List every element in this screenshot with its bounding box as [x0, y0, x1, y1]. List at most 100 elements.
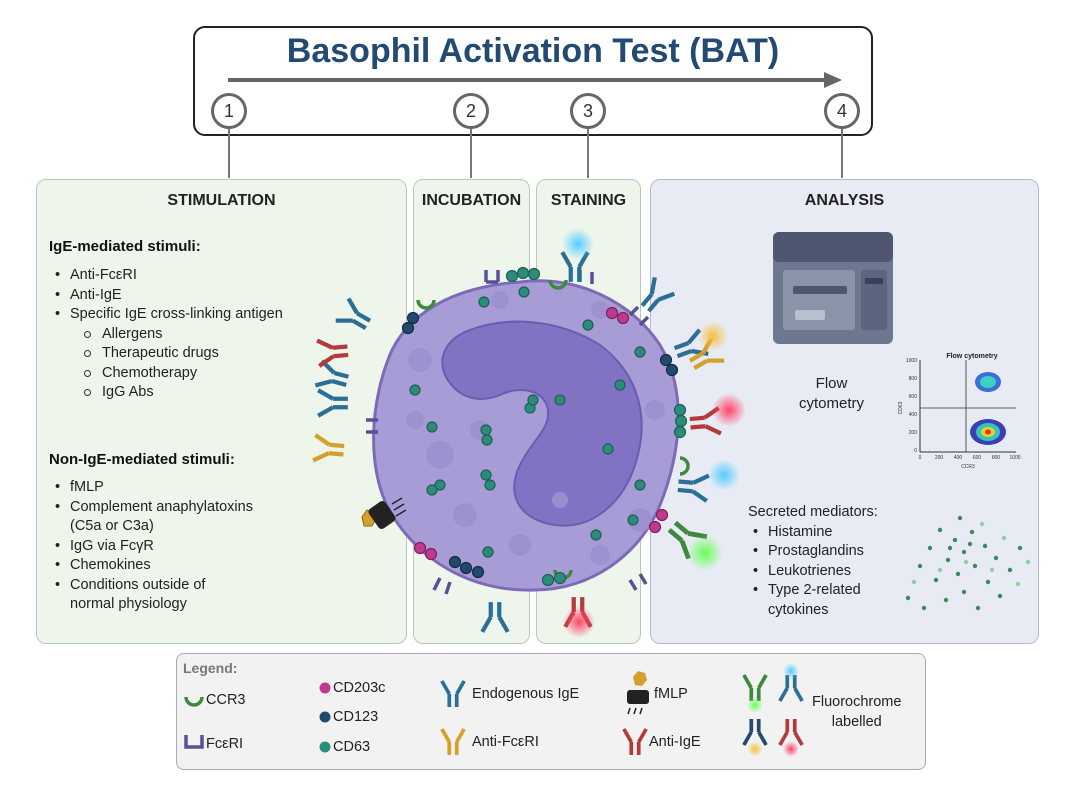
step-2-circle: 2: [453, 93, 489, 129]
xtick: 0: [919, 455, 922, 461]
non-ige-item: IgG via FcγR: [50, 537, 253, 557]
flow-cytometer-icon: [773, 232, 893, 344]
basophil-nucleus: [441, 320, 643, 527]
non-ige-item: Chemokines: [50, 556, 253, 576]
ige-item: Anti-IgE: [50, 286, 283, 306]
non-ige-item: fMLP: [50, 478, 253, 498]
step-4-circle: 4: [824, 93, 860, 129]
cd63-granules: [409, 286, 646, 558]
legend-endogenous-ige-label: Endogenous IgE: [472, 686, 580, 702]
flow-label-line2: cytometry: [798, 395, 864, 412]
fluor-red-glow: [712, 393, 746, 427]
legend-ccr3-label: CCR3: [206, 692, 246, 708]
ige-item: Specific IgE cross-linking antigen: [50, 305, 283, 325]
xtick: 400: [954, 455, 963, 461]
ytick: 600: [909, 394, 918, 400]
fluor-blue-glow: [562, 228, 594, 260]
stimulation-title: STIMULATION: [167, 192, 276, 209]
non-ige-item-continued: (C5a or C3a): [50, 517, 253, 537]
mediators-list: Histamine Prostaglandins Leukotrienes Ty…: [748, 523, 878, 621]
plot-population-lower: [970, 419, 1006, 445]
staining-title: STAINING: [550, 192, 627, 209]
secreted-mediators: Secreted mediators: Histamine Prostaglan…: [748, 503, 878, 620]
legend-heading: Legend:: [183, 660, 238, 676]
legend-fmlp-icon: [627, 671, 649, 715]
legend-ccr3-icon: [184, 696, 204, 707]
timeline-arrowhead: [824, 72, 842, 88]
ige-item: Anti-FcεRI: [50, 266, 283, 286]
legend-fceri-icon: [184, 735, 204, 749]
ige-subitem: Chemotherapy: [50, 364, 283, 384]
mediator-item: Leukotrienes: [748, 562, 878, 582]
non-ige-item: Conditions outside of: [50, 576, 253, 596]
legend-anti-ige-label: Anti-IgE: [649, 734, 701, 750]
fluor-blue-glow-2: [708, 459, 740, 491]
ige-subitem: Allergens: [50, 325, 283, 345]
fluor-red-glow-2: [563, 606, 595, 638]
xtick: 600: [973, 455, 982, 461]
plot-ylabel: CD63: [898, 401, 904, 414]
non-ige-item-continuation: (C5a or C3a): [70, 518, 154, 534]
legend-icons: [184, 663, 804, 757]
legend-fluorochrome-label: Fluorochrome labelled: [812, 692, 901, 732]
ytick: 200: [909, 430, 918, 436]
cd63-surface-markers: [505, 266, 688, 587]
ige-mediated-heading: IgE-mediated stimuli:: [49, 238, 201, 255]
legend-fceri-label: FcεRI: [206, 736, 244, 752]
fmlp-on-cell: [361, 497, 407, 529]
main-title: Basophil Activation Test (BAT): [286, 32, 780, 70]
mediator-item-continued: cytokines: [768, 601, 829, 618]
legend-fluoro-line1: Fluorochrome: [812, 694, 902, 710]
fluor-yellow-glow: [698, 321, 728, 351]
legend-cd63-label: CD63: [333, 739, 371, 755]
ytick: 400: [909, 412, 918, 418]
flow-cytometry-plot: Flow cytometry 1000 800 600 400 200 0 0 …: [898, 353, 1021, 470]
legend-fluorochrome-icons: [742, 663, 804, 757]
analysis-title: ANALYSIS: [804, 192, 885, 209]
legend-cd123-label: CD123: [333, 709, 379, 725]
plot-xlabel: CCR3: [961, 464, 975, 470]
flow-label-line1: Flow: [815, 375, 848, 392]
xtick: 200: [935, 455, 944, 461]
step-1-circle: 1: [211, 93, 247, 129]
non-ige-mediated-list: fMLP Complement anaphylatoxins (C5a or C…: [50, 478, 253, 615]
ytick: 1000: [906, 358, 917, 364]
legend-fmlp-label: fMLP: [654, 686, 688, 702]
mediator-item: Histamine: [748, 523, 878, 543]
non-ige-item: Complement anaphylatoxins: [50, 498, 253, 518]
non-ige-mediated-heading: Non-IgE-mediated stimuli:: [49, 451, 235, 468]
xtick: 800: [992, 455, 1001, 461]
legend-cd203c-icon: [319, 682, 331, 694]
cd123-markers: [401, 311, 679, 579]
cd203c-markers: [413, 306, 669, 561]
non-ige-item-continued: normal physiology: [50, 595, 253, 615]
legend-box: [176, 653, 926, 770]
non-ige-item-continuation: normal physiology: [70, 596, 187, 612]
ige-subitem: Therapeutic drugs: [50, 344, 283, 364]
granules: [406, 291, 665, 565]
mediator-item: Prostaglandins: [748, 542, 878, 562]
legend-anti-fceri-label: Anti-FcεRI: [472, 734, 539, 750]
mediators-heading: Secreted mediators:: [748, 504, 878, 520]
ige-mediated-list: Anti-FcεRI Anti-IgE Specific IgE cross-l…: [50, 266, 283, 403]
plot-population-upper: [975, 372, 1001, 392]
ytick: 0: [914, 448, 917, 454]
legend-cd203c-label: CD203c: [333, 680, 386, 696]
mediator-dots: [905, 515, 1031, 611]
legend-cd63-icon: [319, 741, 331, 753]
legend-anti-ige-icon: [622, 727, 648, 757]
plot-title: Flow cytometry: [946, 353, 997, 360]
legend-endogenous-ige-icon: [440, 679, 466, 709]
legend-cd123-icon: [319, 711, 331, 723]
xtick: 1000: [1009, 455, 1020, 461]
fluor-green-glow: [687, 535, 723, 571]
ige-subitem: IgG Abs: [50, 383, 283, 403]
legend-fluoro-line2: labelled: [831, 714, 882, 730]
flow-cytometry-label: Flow cytometry: [784, 374, 879, 414]
step-3-circle: 3: [570, 93, 606, 129]
incubation-title: INCUBATION: [421, 192, 522, 209]
ytick: 800: [909, 376, 918, 382]
legend-anti-fceri-icon: [440, 727, 466, 757]
